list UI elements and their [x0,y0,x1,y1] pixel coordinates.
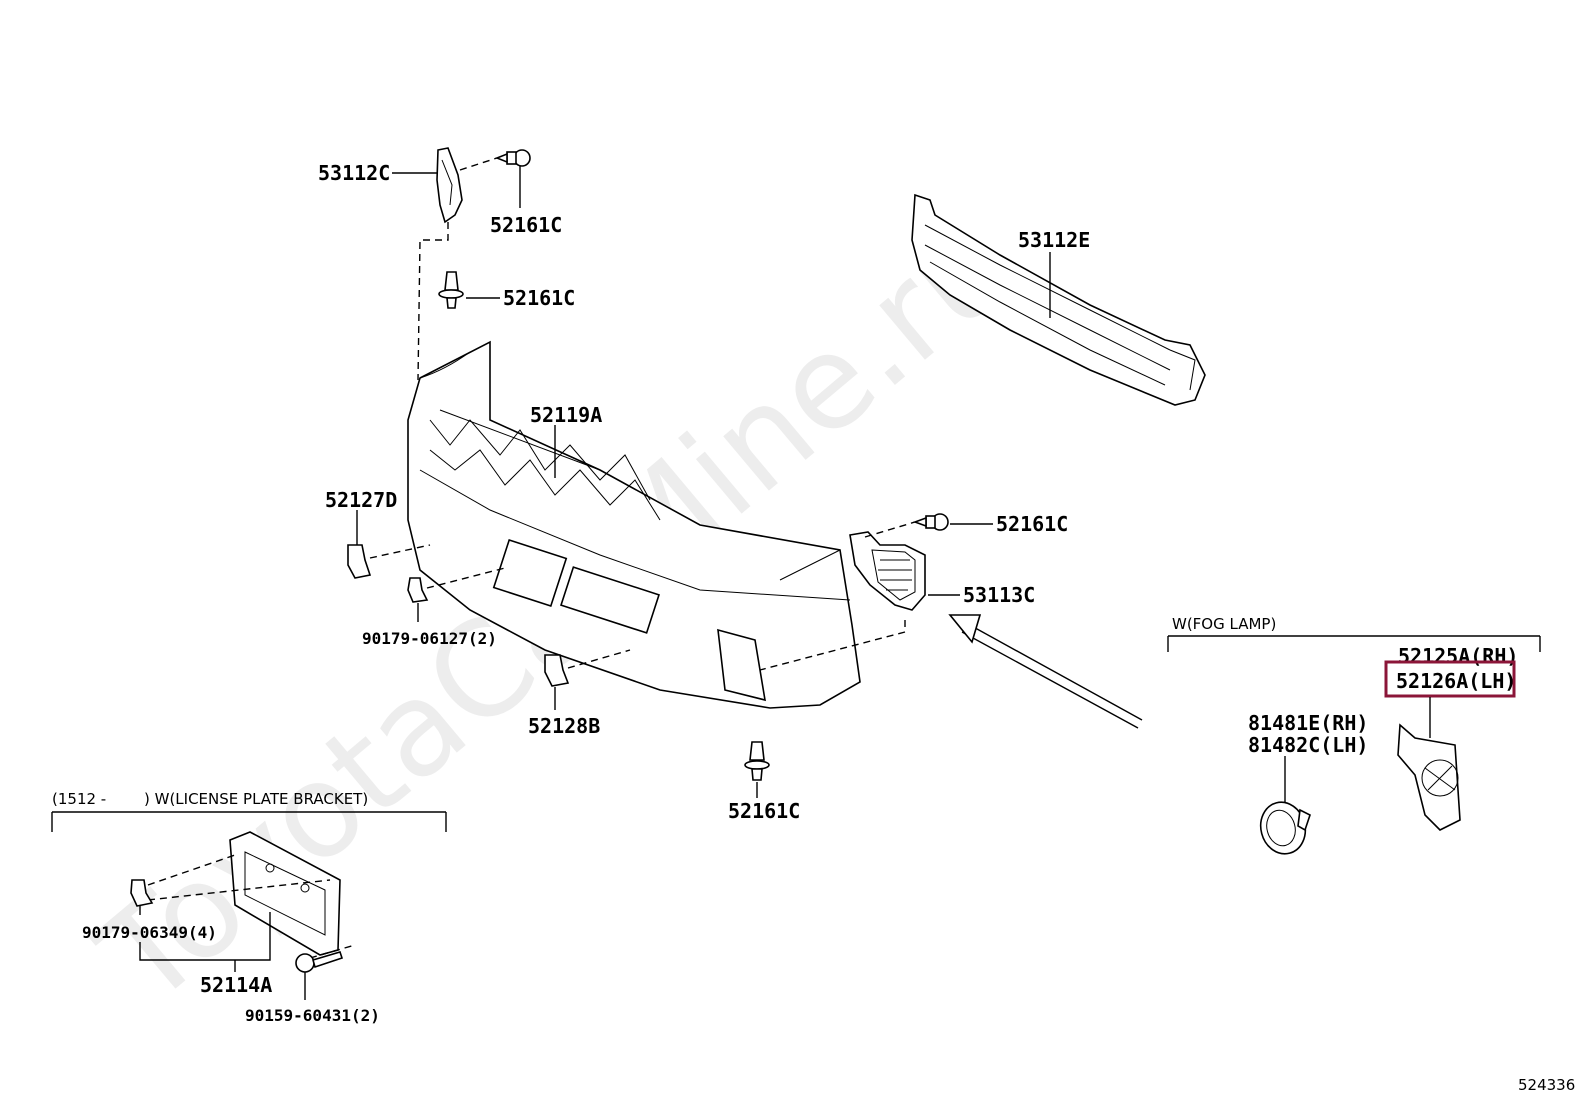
label-81482C: 81482C(LH) [1248,733,1368,757]
fog-lamp-cover-52126A[interactable] [1397,723,1461,831]
cover-53113C[interactable] [849,531,926,611]
label-81481E: 81481E(RH) [1248,711,1368,735]
label-52125A: 52125A(RH) [1398,644,1518,668]
retainer-52127D[interactable] [347,544,372,579]
label-90179-06127: 90179-06127(2) [362,629,497,648]
label-52161C-c: 52161C [996,512,1068,536]
label-52119A: 52119A [530,403,602,427]
group-license-prefix: (1512 - [52,790,106,808]
fog-lamp-81481E[interactable] [1255,797,1311,859]
highlight-box [1384,660,1516,698]
nut-90179-06127[interactable] [407,577,429,603]
clip-52161C-bottom[interactable] [744,741,770,781]
clip-52161C-mid[interactable] [438,271,464,309]
group-license-plate: ) W(LICENSE PLATE BRACKET) [144,790,368,808]
direction-arrow [948,614,1143,729]
bracket-53112C[interactable] [436,147,463,224]
label-52126A: 52126A(LH) [1396,669,1516,693]
fog-lamp-bracket [1167,635,1541,652]
clip-52161C-top[interactable] [494,149,531,167]
label-90179-06349: 90179-06349(4) [82,923,217,942]
nut-90179-06349[interactable] [130,879,154,907]
label-52114A: 52114A [200,973,272,997]
front-bumper[interactable] [407,340,861,709]
label-52161C-d: 52161C [728,799,800,823]
label-53112E: 53112E [1018,228,1090,252]
label-52128B: 52128B [528,714,600,738]
label-52161C-a: 52161C [490,213,562,237]
group-fog-lamp: W(FOG LAMP) [1172,615,1276,633]
diagram-id: 524336 [1518,1076,1575,1094]
label-90159-60431: 90159-60431(2) [245,1006,380,1025]
label-53113C: 53113C [963,583,1035,607]
label-52127D: 52127D [325,488,397,512]
label-53112C: 53112C [318,161,390,185]
clip-52161C-right[interactable] [912,513,949,531]
license-plate-bracket-group [51,811,447,832]
retainer-52128B[interactable] [544,654,570,687]
grille-53112E[interactable] [911,193,1206,406]
label-52161C-b: 52161C [503,286,575,310]
